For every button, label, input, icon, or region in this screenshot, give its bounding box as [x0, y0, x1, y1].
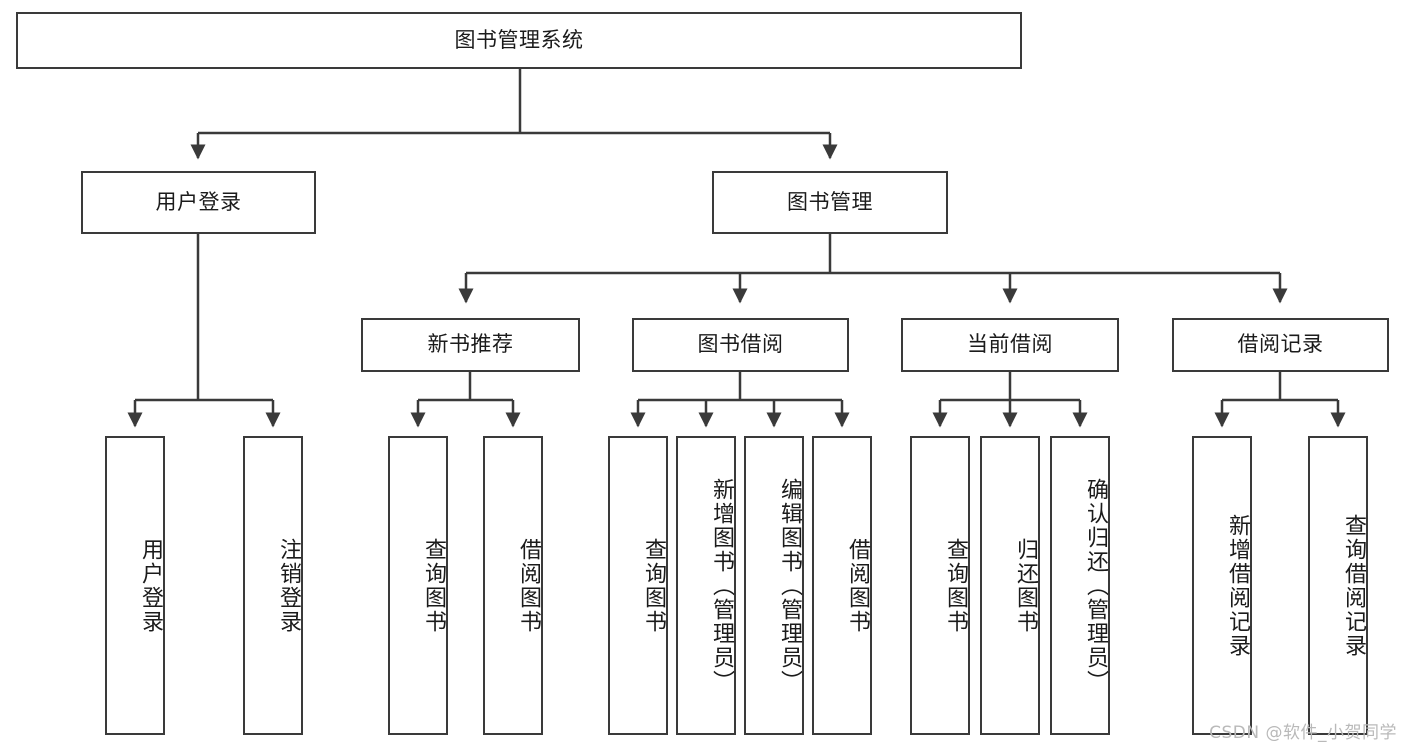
node-borrow-records[interactable]: 借阅记录: [1172, 318, 1389, 372]
leaf-current-query-book[interactable]: 查询图书: [910, 436, 970, 735]
leaf-label: 查询借阅记录: [1341, 513, 1366, 658]
node-root-system[interactable]: 图书管理系统: [16, 12, 1022, 69]
leaf-label: 新增图书（管理员）: [709, 477, 734, 694]
leaf-borrow-add-book-admin[interactable]: 新增图书（管理员）: [676, 436, 736, 735]
node-book-management[interactable]: 图书管理: [712, 171, 948, 234]
leaf-label: 新增借阅记录: [1225, 513, 1250, 658]
leaf-label: 用户登录: [138, 537, 163, 634]
node-new-book-recommend[interactable]: 新书推荐: [361, 318, 580, 372]
leaf-borrow-borrow-book[interactable]: 借阅图书: [812, 436, 872, 735]
watermark-text: CSDN @软件_小贺同学: [1209, 723, 1397, 743]
node-user-login[interactable]: 用户登录: [81, 171, 316, 234]
leaf-recommend-borrow-book[interactable]: 借阅图书: [483, 436, 543, 735]
leaf-user-login-signout[interactable]: 注销登录: [243, 436, 303, 735]
leaf-label: 注销登录: [276, 537, 301, 634]
leaf-borrow-query-book[interactable]: 查询图书: [608, 436, 668, 735]
leaf-label: 归还图书: [1013, 537, 1038, 634]
leaf-borrow-edit-book-admin[interactable]: 编辑图书（管理员）: [744, 436, 804, 735]
leaf-label: 借阅图书: [845, 537, 870, 634]
node-book-borrow[interactable]: 图书借阅: [632, 318, 849, 372]
leaf-recommend-query-book[interactable]: 查询图书: [388, 436, 448, 735]
leaf-label: 编辑图书（管理员）: [777, 477, 802, 694]
node-current-borrow[interactable]: 当前借阅: [901, 318, 1119, 372]
leaf-label: 查询图书: [421, 537, 446, 634]
leaf-records-query-record[interactable]: 查询借阅记录: [1308, 436, 1368, 735]
leaf-label: 借阅图书: [516, 537, 541, 634]
leaf-records-add-record[interactable]: 新增借阅记录: [1192, 436, 1252, 735]
leaf-label: 确认归还（管理员）: [1083, 477, 1108, 694]
leaf-current-return-book[interactable]: 归还图书: [980, 436, 1040, 735]
leaf-label: 查询图书: [943, 537, 968, 634]
leaf-user-login-signin[interactable]: 用户登录: [105, 436, 165, 735]
leaf-label: 查询图书: [641, 537, 666, 634]
leaf-current-confirm-return-admin[interactable]: 确认归还（管理员）: [1050, 436, 1110, 735]
